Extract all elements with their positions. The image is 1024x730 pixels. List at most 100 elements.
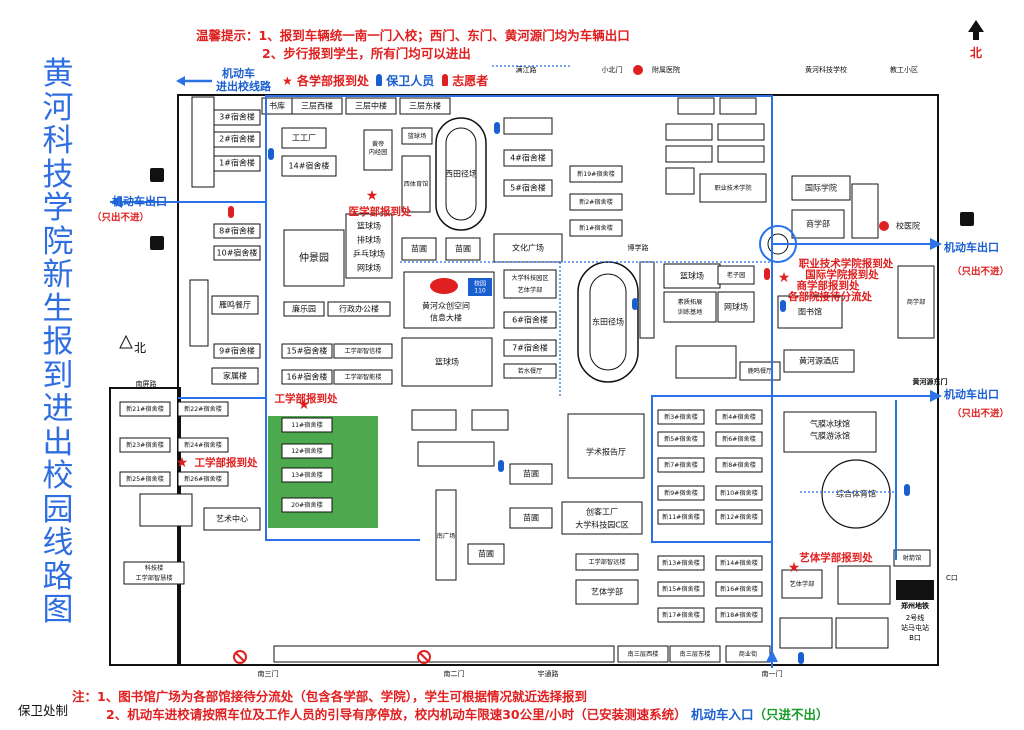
bld-business-label: 商学部: [806, 219, 830, 229]
bld-d13-label: 13#宿舍楼: [291, 471, 323, 479]
bld-admin-label: 行政办公楼: [339, 304, 379, 314]
north-arrow: 北: [964, 18, 988, 61]
bld-dn14-label: 新14#宿舍楼: [720, 559, 758, 567]
bld-dn3: [657, 409, 705, 425]
bld-d20: [281, 497, 333, 513]
bld-dn10-label: 新10#宿舍楼: [720, 489, 758, 497]
bld-quality-l1: 素质拓展: [678, 298, 703, 306]
bld-dn7: [657, 457, 705, 473]
bld-business-street-label: 商业街: [739, 650, 758, 658]
hospital-icon: [633, 65, 643, 75]
south-dorms: 新3#宿舍楼 新4#宿舍楼 新5#宿舍楼 新6#宿舍楼 新7#宿舍楼 新8#宿舍…: [657, 409, 763, 623]
guard-marker-4: [780, 300, 786, 312]
bld-family-label: 家属楼: [223, 371, 247, 381]
bld-3f-west-label: 三层西楼: [301, 101, 333, 111]
tip-line-1: 温馨提示：1、报到车辆统一南一门入校；西门、东门、黄河源门均为车辆出口: [196, 28, 630, 43]
maker-l1: 黄河众创空间: [422, 301, 470, 311]
bld-ye-l1: 黄帝: [372, 140, 384, 148]
bld-gym-s1: [779, 617, 833, 649]
guard-marker-2: [494, 122, 500, 134]
bld-d12-label: 12#宿舍楼: [291, 447, 323, 455]
maker-factory-l1: 创客工厂: [586, 507, 618, 517]
legend-dept-label: 各学部报到处: [296, 74, 369, 88]
bld-eng-smart2: [333, 369, 393, 385]
bld-basketball-c-label: 篮球场: [435, 357, 459, 367]
bld-dn3-label: 新3#宿舍楼: [664, 413, 698, 421]
bld-hotel: [783, 349, 855, 373]
metro-logo-text: 郑州地铁: [901, 601, 929, 610]
bld-sci: [123, 561, 185, 585]
field-east-label: 东田径场: [592, 317, 624, 327]
bld-medcourt-1: 篮球场: [357, 221, 381, 231]
bld-arts-label: 艺体学部: [790, 580, 815, 588]
bld-luming-label: 鹿鸣餐厅: [748, 367, 773, 375]
bld-nursery-s1-label: 苗圃: [523, 470, 539, 479]
arrow-east-exit-icon: [930, 238, 942, 250]
bld-d22: [177, 401, 229, 417]
bld-shooting: [893, 549, 931, 567]
north-label: 北: [969, 46, 982, 60]
bld-d6: [503, 311, 557, 329]
bld-3f-east-label: 三层东楼: [409, 101, 441, 111]
bld-d14-label: 14#宿舍楼: [289, 161, 330, 171]
bld-dn18-label: 新18#宿舍楼: [720, 611, 758, 619]
bld-houqin: [675, 345, 737, 379]
bld-maker-factory: [561, 501, 643, 535]
bld-misc1: [503, 117, 553, 135]
route-loop: [651, 395, 772, 543]
east-gate-label: 黄河源东门: [913, 377, 948, 386]
bld-sci-l1: 科技楼: [145, 564, 164, 572]
bld-smart-edu: [471, 409, 509, 431]
gate-xiaobei-label: 小北门: [602, 65, 623, 74]
note-line-2-text: 2、机动车进校请按照车位及工作人员的引导有序停放，校内机动车限速30公里/小时（…: [106, 707, 687, 722]
bld-dn6-label: 新6#宿舍楼: [722, 435, 756, 443]
legend-dept: ★ 各学部报到处: [282, 72, 369, 89]
bld-laozi: [717, 265, 755, 285]
bld-basketball-c: [401, 337, 493, 387]
bld-voc-d3: [665, 123, 713, 141]
bld-d4: [503, 149, 553, 167]
bld-intl-label: 国际学院: [805, 183, 837, 193]
hospital-label: 附属医院: [652, 65, 680, 74]
gate-s3-label: 南三门: [258, 669, 279, 678]
arrow-entry-icon: [766, 650, 778, 662]
bld-d23: [119, 437, 171, 453]
bld-quality-l2: 训练基地: [678, 308, 703, 316]
bld-west-gym-label: 西体育馆: [404, 180, 429, 188]
bld-d22-label: 新22#宿舍楼: [184, 405, 222, 413]
bld-d15-label: 15#宿舍楼: [287, 346, 328, 356]
bld-laozi-label: 老子园: [727, 271, 746, 279]
volunteer-marker-1: [228, 206, 234, 218]
bld-arts-dept: [503, 269, 557, 299]
bld-eng-smart-create: [417, 441, 495, 467]
bld-3f-east: [399, 97, 451, 115]
bld-dn2: [569, 193, 623, 211]
bld-d9: [213, 343, 261, 359]
no-entry-icon-1: [233, 650, 247, 664]
bld-d16-label: 16#宿舍楼: [287, 372, 328, 382]
bld-d4-label: 4#宿舍楼: [510, 153, 546, 163]
bld-nursery-s2-label: 苗圃: [523, 514, 539, 523]
note-line-1: 注：1、图书馆广场为各部馆接待分流处（包含各学部、学院），学生可根据情况就近选择…: [72, 689, 587, 704]
bld-family: [211, 367, 259, 385]
bld-3f-sw: [617, 645, 669, 663]
bld-d7-label: 7#宿舍楼: [512, 343, 548, 353]
bld-charging: [191, 96, 215, 188]
bld-d8: [213, 223, 261, 239]
bld-lianle-label: 廉乐园: [292, 304, 316, 314]
culture-square: [493, 233, 563, 263]
bld-dn18: [715, 607, 763, 623]
bld-dn12-label: 新12#宿舍楼: [720, 513, 758, 521]
legend-volunteer: 志愿者: [442, 72, 488, 89]
bld-arts-center-label: 艺术中心: [216, 514, 248, 524]
bus-icon-w: [150, 168, 164, 182]
bld-work-factory: [281, 127, 327, 149]
bld-dn17-label: 新17#宿舍楼: [662, 611, 700, 619]
bld-library-label: 图书馆: [798, 307, 822, 317]
bld-admin: [327, 301, 391, 317]
reg-arts-label: 艺体学部报到处: [799, 551, 873, 564]
reg-medical-label: 医学部报到处: [349, 205, 412, 218]
bld-library: [777, 295, 843, 329]
bld-d26: [177, 471, 229, 487]
no-entry-icon-2: [417, 650, 431, 664]
